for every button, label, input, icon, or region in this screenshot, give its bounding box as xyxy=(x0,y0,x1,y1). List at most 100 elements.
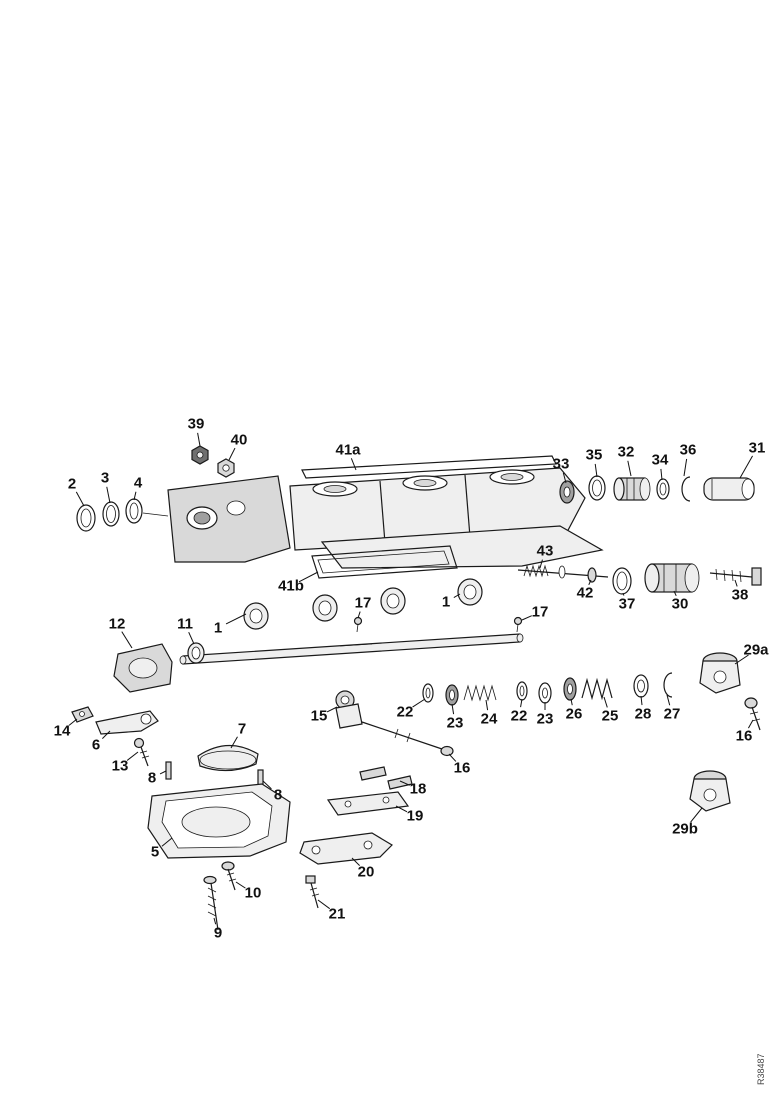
leader-line-4-11 xyxy=(133,491,137,501)
part-clip-36 xyxy=(681,476,691,502)
callout-37-14: 37 xyxy=(619,596,636,613)
callout-4-11: 4 xyxy=(134,475,143,492)
leader-line-43-12 xyxy=(539,559,543,569)
part-seal-28 xyxy=(633,674,649,698)
leader-line-38-16 xyxy=(734,579,738,587)
part-screw-13 xyxy=(133,737,150,767)
callout-22-28: 22 xyxy=(511,708,528,725)
part-bushing-1a xyxy=(243,602,269,630)
leader-line-13-36 xyxy=(126,751,139,761)
leader-line-17-18 xyxy=(357,611,361,619)
leader-line-31-8 xyxy=(739,455,753,479)
callout-23-26: 23 xyxy=(447,715,464,732)
part-nut-39-hole xyxy=(196,451,204,459)
part-bushing-1b xyxy=(312,594,338,622)
leader-line-5-46 xyxy=(161,837,173,847)
leader-line-11-22 xyxy=(188,632,195,645)
callout-20-47: 20 xyxy=(358,864,375,881)
leader-line-7-37 xyxy=(230,736,238,749)
leader-line-24-27 xyxy=(485,699,489,711)
part-linkage-20 xyxy=(299,832,393,865)
callout-14-34: 14 xyxy=(54,723,71,740)
part-bushing-1c xyxy=(380,587,406,615)
leader-line-30-15 xyxy=(673,590,677,597)
leader-line-16-39 xyxy=(747,719,754,729)
leader-line-19-44 xyxy=(395,805,408,813)
leader-line-35-4 xyxy=(594,463,598,478)
leader-line-20-47 xyxy=(351,857,360,866)
callout-1-19: 1 xyxy=(442,594,450,611)
callout-8-40: 8 xyxy=(148,770,156,787)
callout-40-1: 40 xyxy=(231,432,248,449)
leader-line-32-5 xyxy=(627,460,632,477)
leader-line-36-7 xyxy=(683,458,688,477)
part-nut-40-hole xyxy=(222,464,230,472)
leader-line-41b-17 xyxy=(298,571,319,583)
leader-line-6-35 xyxy=(102,730,111,739)
leader-line-22-28 xyxy=(520,698,523,708)
callout-39-0: 39 xyxy=(188,416,205,433)
part-screw-17a xyxy=(353,616,363,633)
callout-41a-2: 41a xyxy=(335,442,361,459)
callout-41b-17: 41b xyxy=(278,578,304,595)
leader-line-27-33 xyxy=(666,694,671,706)
part-washer-3 xyxy=(102,501,120,527)
callout-3-10: 3 xyxy=(101,470,109,487)
part-bowl-5 xyxy=(147,783,291,859)
callout-15-38: 15 xyxy=(311,708,328,725)
callout-5-46: 5 xyxy=(151,844,159,861)
leader-line-39-0 xyxy=(197,432,201,447)
leader-line-17-20 xyxy=(521,615,532,621)
leader-line-26-30 xyxy=(570,698,573,706)
part-lever-6 xyxy=(95,710,159,735)
leader-line-15-38 xyxy=(326,706,338,713)
part-oring-35 xyxy=(588,475,606,501)
part-clip-14 xyxy=(71,706,94,723)
leader-line-1-19 xyxy=(453,593,461,598)
part-seal-23a xyxy=(445,684,459,706)
part-gasket-41a xyxy=(301,455,557,479)
callout-29b-45: 29b xyxy=(672,821,698,838)
callout-43-12: 43 xyxy=(537,543,554,560)
part-cup-30 xyxy=(644,563,700,593)
part-washer-33 xyxy=(559,480,575,504)
part-screw-38 xyxy=(709,567,762,586)
part-throttle-shaft xyxy=(179,633,524,665)
part-cover-12 xyxy=(113,643,173,693)
leader-line-29b-45 xyxy=(690,807,703,823)
leader-line-33-3 xyxy=(562,472,567,484)
callout-8-41: 8 xyxy=(274,787,282,804)
callout-32-5: 32 xyxy=(618,444,635,461)
part-float-7 xyxy=(197,744,259,772)
callout-9-50: 9 xyxy=(214,925,222,942)
leader-line-29a-24 xyxy=(734,654,749,665)
callout-6-35: 6 xyxy=(92,737,100,754)
leader-line-14-34 xyxy=(68,718,78,726)
part-screw-21 xyxy=(305,875,320,909)
leader-line-28-32 xyxy=(640,695,643,706)
part-piston-32 xyxy=(613,477,651,501)
part-end-42 xyxy=(587,567,597,583)
part-screw-10 xyxy=(221,861,237,891)
leader-line-41a-2 xyxy=(350,458,357,471)
part-spring-25 xyxy=(581,677,613,701)
callout-31-8: 31 xyxy=(749,440,766,457)
leader-line-23-26 xyxy=(451,703,455,715)
leader-line-42-13 xyxy=(588,579,592,586)
callout-29a-24: 29a xyxy=(743,642,769,659)
part-clip-27 xyxy=(663,672,673,698)
part-oring-2 xyxy=(76,504,96,532)
leader-line-37-14 xyxy=(622,592,625,596)
leader-line-3-10 xyxy=(106,486,111,504)
leader-line-10-48 xyxy=(235,881,246,889)
callout-16-42: 16 xyxy=(454,760,471,777)
leader-line-9-50 xyxy=(213,917,217,925)
part-bushing-11 xyxy=(187,642,205,664)
leader-line-16-42 xyxy=(448,753,457,762)
callout-7-37: 7 xyxy=(238,721,246,738)
leader-line-8-41 xyxy=(262,780,272,790)
callout-17-20: 17 xyxy=(532,604,549,621)
assembly-axis-line xyxy=(142,512,169,517)
